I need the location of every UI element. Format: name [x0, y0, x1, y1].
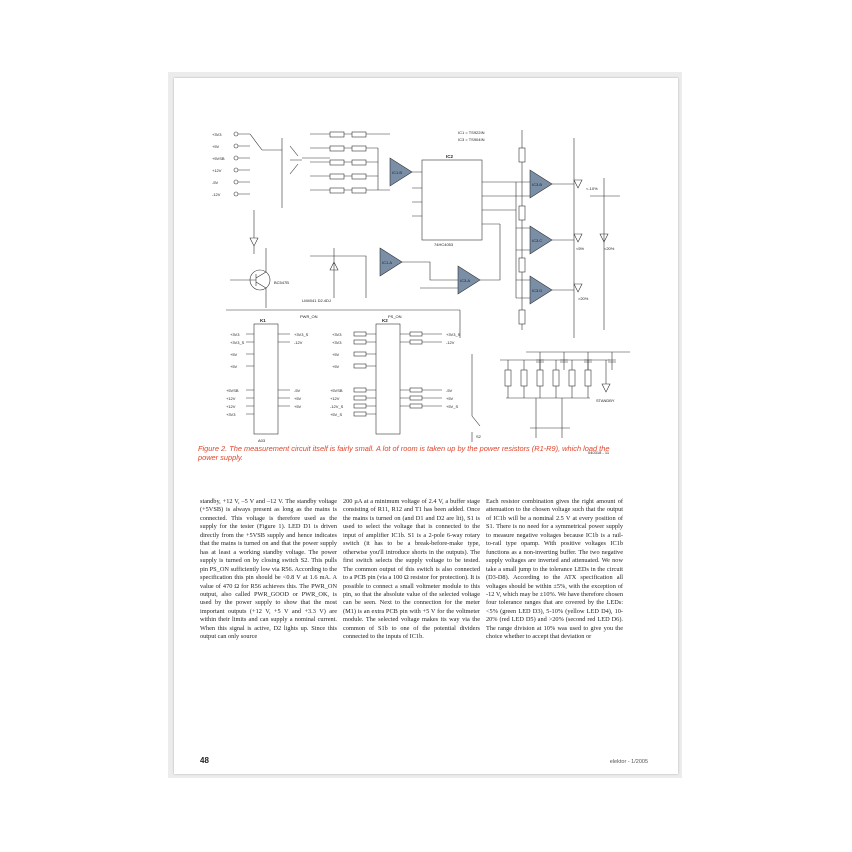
opamp-label: IC3.D [532, 288, 542, 293]
regulator-label: LM4041 D2.4DJ [302, 298, 331, 303]
ic2-label: IC2 [446, 154, 454, 159]
resistor-ladder [310, 131, 390, 194]
k1-pin-label: +3V3_S [294, 332, 309, 337]
connector-k2 [375, 323, 401, 435]
k2-pin-label: +5VSB [330, 388, 343, 393]
rail-label: +5VSB [212, 156, 225, 161]
ic-label: IC1 = TS922IN [458, 130, 485, 135]
text-column-2: 200 µA at a minimum voltage of 2.4 V, a … [343, 498, 480, 642]
opamp-ic1a [379, 247, 403, 277]
k2-pin-label: +5V [446, 396, 454, 401]
body-paragraph: Each resistor combination gives the righ… [486, 498, 623, 641]
k2-pin-label: +5V [332, 352, 340, 357]
k1-pin-label: +5V [230, 364, 238, 369]
connector-k1 [253, 323, 279, 435]
rail-label: -5V [212, 180, 219, 185]
opamp-ic3b [529, 169, 553, 199]
k1-pin-label: +3V3_S [230, 340, 245, 345]
k2-pin-label: +3V3 [332, 332, 342, 337]
k1-pin-label: +5VSB [226, 388, 239, 393]
left-rail-group: +3V3 +5V +5VSB +12V -5V -12V [212, 131, 283, 208]
k1-name: A03 [258, 438, 266, 443]
k2-pin-label: +12V [330, 396, 340, 401]
text-column-1: standby, +12 V, –5 V and –12 V. The stan… [200, 498, 337, 642]
k2-pin-label: -12V_S [330, 404, 344, 409]
schematic-drawing: +3V3 +5V +5VSB +12V -5V -12V IC1 [212, 130, 630, 455]
body-paragraph: standby, +12 V, –5 V and –12 V. The stan… [200, 498, 337, 641]
k2-pin-label: +5V_S [330, 412, 342, 417]
opamp-ic3c [529, 225, 553, 255]
opamp-ic3d [529, 275, 553, 305]
circuit-schematic: +3V3 +5V +5VSB +12V -5V -12V IC1 [190, 98, 630, 460]
standby-label: STANDBY [596, 398, 615, 403]
opamp-ic1b [389, 157, 413, 187]
k2-pin-label: +3V3 [332, 340, 342, 345]
body-paragraph: 200 µA at a minimum voltage of 2.4 V, a … [343, 498, 480, 641]
k1-pin-label: +12V [226, 404, 236, 409]
drawing-number: 040318 - 11 [588, 450, 610, 455]
power-resistors [500, 359, 610, 438]
rail-label: +12V [212, 168, 222, 173]
k1-pin-label: -5V [294, 388, 301, 393]
k1-pin-label: +5V [230, 352, 238, 357]
ic-label: IC3 = TS904IN [458, 137, 485, 142]
pwr-on-label: PWR_ON [300, 314, 318, 319]
k1-pin-label: +3V3 [230, 332, 240, 337]
page-number: 48 [200, 756, 209, 765]
rail-label: -12V [212, 192, 221, 197]
k2-pin-label: -12V [446, 340, 455, 345]
ps-on-label: PS_ON [388, 314, 402, 319]
opamp-label: IC3.B [532, 182, 542, 187]
led-label: <5% [576, 246, 585, 251]
led-label: >20% [578, 296, 589, 301]
opamp-label: IC1.B [392, 170, 402, 175]
k1-pin-label: +5V [294, 396, 302, 401]
tolerance-leds: <-10% <5% <20% >20% [573, 178, 620, 330]
connector-label: K1 [260, 318, 266, 323]
led-label: <20% [604, 246, 615, 251]
magazine-page: +3V3 +5V +5VSB +12V -5V -12V IC1 [174, 78, 678, 774]
connector-label: K2 [382, 318, 388, 323]
rail-label: +3V3 [212, 132, 222, 137]
k1-pin-label: +3V3 [226, 412, 236, 417]
ic2-multiplexer [421, 159, 483, 241]
k1-pin-label: +12V [226, 396, 236, 401]
k2-pin-label: +5V [332, 364, 340, 369]
issue-label: elektor - 1/2005 [609, 759, 648, 765]
transistor-label: BC547B [274, 280, 289, 285]
rail-label: +5V [212, 144, 220, 149]
opamp-label: IC3.C [532, 238, 542, 243]
opamp-label: IC1.A [382, 260, 392, 265]
k2-pin-label: -5V [446, 388, 453, 393]
led-label: <-10% [586, 186, 598, 191]
ic2-part: 74HC4053 [434, 242, 454, 247]
opamp-label: IC3.A [460, 278, 470, 283]
switch-label: S2 [476, 434, 482, 439]
k1-pin-label: +5V [294, 404, 302, 409]
figure-caption: Figure 2. The measurement circuit itself… [198, 444, 610, 463]
k1-pin-label: -12V [294, 340, 303, 345]
text-column-3: Each resistor combination gives the righ… [486, 498, 623, 642]
k2-pin-label: +3V3_S [446, 332, 461, 337]
k2-pin-label: +5V_S [446, 404, 458, 409]
